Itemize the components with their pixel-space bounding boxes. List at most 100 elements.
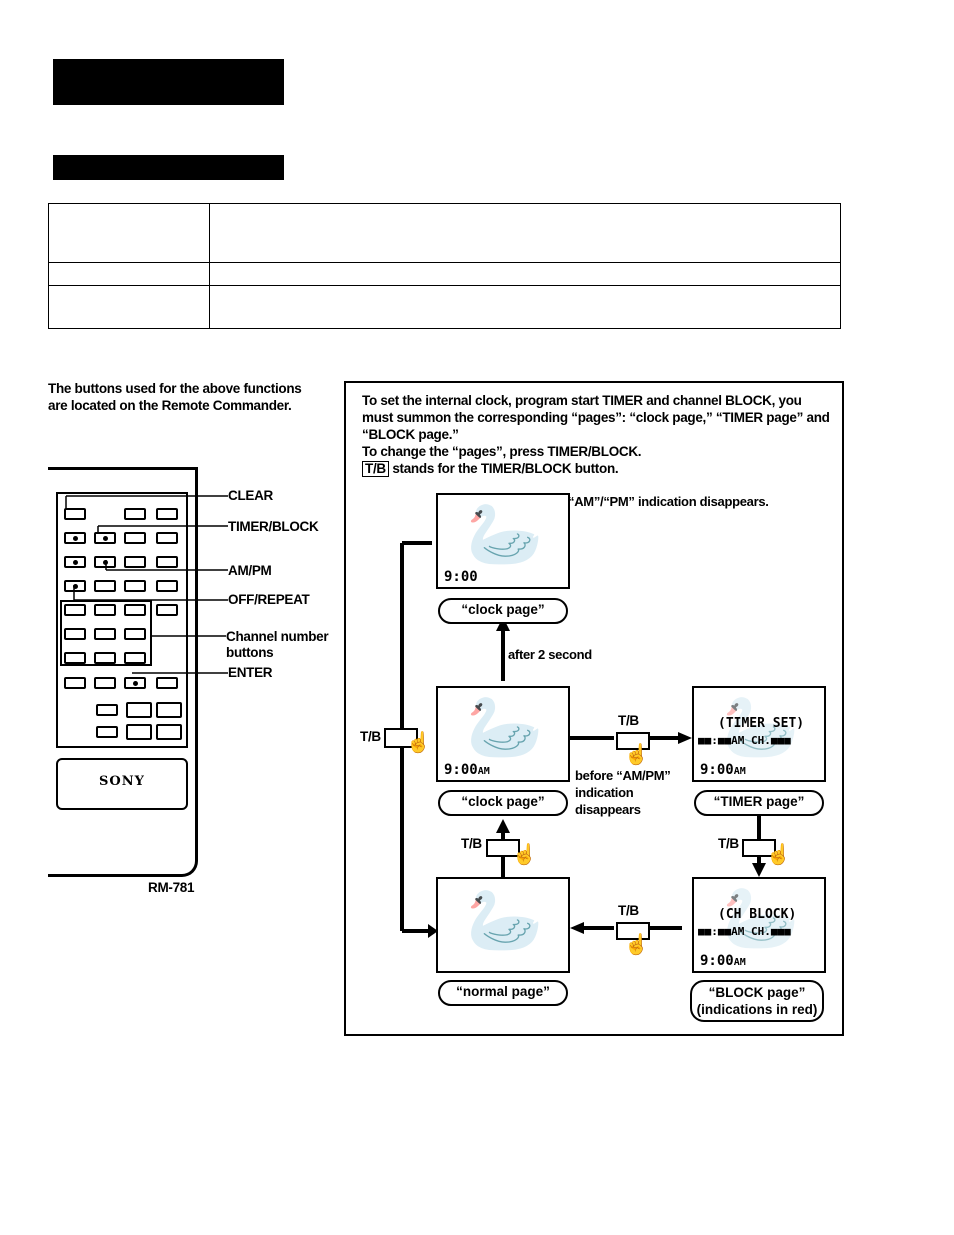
remote-button[interactable] [96,704,118,716]
tb-label-down: T/B [718,836,739,851]
function-table [48,203,841,329]
swan-icon: 🦢 [466,500,544,569]
tb-button-down[interactable] [742,839,776,857]
remote-model: RM-781 [148,880,195,895]
remote-button[interactable] [94,532,116,544]
enter-label: ENTER [228,665,273,680]
ampm-disappears-note: “AM”/“PM” indication disappears. [568,494,769,509]
remote-button[interactable] [156,532,178,544]
desc-line2: To change the “pages”, press TIMER/BLOCK… [362,444,642,459]
normal-screen: 🦢 [436,877,570,973]
block-page-note: (indications in red) [696,1002,818,1017]
table-row-line [49,285,840,286]
clock-time: 9:00 [444,569,478,585]
channel-button[interactable] [94,604,116,616]
tb-label-mid: T/B [618,713,639,728]
remote-button[interactable] [126,724,152,740]
timer-time: 9:00AM [700,762,746,778]
header-title-bar [53,59,284,105]
sony-logo: SONY [99,774,145,789]
channel-button[interactable] [124,652,146,664]
intro-text: The buttons used for the above functions… [48,381,302,413]
remote-button[interactable] [156,580,178,592]
tb-label-left: T/B [360,729,381,744]
swan-icon: 🦢 [722,693,800,762]
after-2-second-note: after 2 second [508,647,592,662]
section-title-bar [53,155,284,180]
remote-button[interactable] [124,508,146,520]
desc-line3-text: stands for the TIMER/BLOCK button. [392,461,619,476]
page-diagram: To set the internal clock, program start… [344,381,844,1036]
tb-button-bottom[interactable] [616,922,650,940]
desc-line1: To set the internal clock, program start… [362,393,830,442]
timer-page-label: “TIMER page” [694,790,824,816]
clock-screen-mid: 🦢 9:00AM [436,686,570,782]
block-screen: 🦢 (CH BLOCK) ■■:■■AM CH.■■■ 9:00AM [692,877,826,973]
table-row-line [49,262,840,263]
channel-button[interactable] [124,604,146,616]
off-repeat-button[interactable] [64,580,86,592]
clear-label: CLEAR [228,488,273,503]
normal-page-label: “normal page” [438,980,568,1006]
timer-block-label: TIMER/BLOCK [228,519,319,534]
timer-osd-title: (TIMER SET) [718,716,805,731]
tb-box: T/B [362,461,389,477]
clear-button[interactable] [64,508,86,520]
tb-button-up[interactable] [486,839,520,857]
block-osd-line: ■■:■■AM CH.■■■ [698,925,791,938]
desc-line3: T/B stands for the TIMER/BLOCK button. [362,460,832,477]
channel-button[interactable] [64,652,86,664]
clock-time-am: 9:00AM [444,762,490,778]
hand-pointer-icon: ☝ [406,732,431,754]
swan-icon: 🦢 [466,886,544,955]
block-page-label: “BLOCK page” (indications in red) [690,980,824,1022]
channel-button[interactable] [64,628,86,640]
remote-button[interactable] [156,508,178,520]
timer-osd-line: ■■:■■AM CH.■■■ [698,734,791,747]
tb-button-mid[interactable] [616,732,650,750]
remote-button[interactable] [156,556,178,568]
diagram-description: To set the internal clock, program start… [362,392,832,477]
clock-page-mid-label: “clock page” [438,790,568,816]
hand-pointer-icon: ☝ [624,934,649,956]
swan-icon: 🦢 [466,693,544,762]
channel-button[interactable] [94,628,116,640]
remote-commander: SONY [48,467,198,877]
timer-block-button[interactable] [64,532,86,544]
remote-button[interactable] [124,532,146,544]
remote-button[interactable] [156,702,182,718]
remote-button[interactable] [156,724,182,740]
tb-button-left[interactable] [384,728,418,748]
hand-pointer-icon: ☝ [624,744,649,766]
off-repeat-label: OFF/REPEAT [228,592,310,607]
hand-pointer-icon: ☝ [766,844,791,866]
remote-button[interactable] [96,726,118,738]
enter-button[interactable] [124,677,146,689]
ampm-label: AM/PM [228,563,272,578]
remote-button[interactable] [156,677,178,689]
remote-button[interactable] [124,556,146,568]
clock-page-top-label: “clock page” [438,598,568,624]
logo-plate: SONY [56,758,188,810]
remote-button[interactable] [64,556,86,568]
remote-button[interactable] [126,702,152,718]
tb-label-bottom: T/B [618,903,639,918]
remote-button[interactable] [156,604,178,616]
before-ampm-note: before “AM/PM” indication disappears [575,768,671,817]
remote-button[interactable] [94,580,116,592]
channel-button[interactable] [94,652,116,664]
swan-icon: 🦢 [722,884,800,953]
block-page-title: “BLOCK page” [708,985,806,1000]
clock-screen-top: 🦢 9:00 [436,493,570,589]
channel-button[interactable] [64,604,86,616]
table-divider [209,204,210,328]
remote-leader-lines [65,495,228,674]
button-panel [56,492,188,748]
tb-label-up: T/B [461,836,482,851]
hand-pointer-icon: ☝ [512,844,537,866]
remote-button[interactable] [94,677,116,689]
channel-button[interactable] [124,628,146,640]
remote-button[interactable] [64,677,86,689]
timer-screen: 🦢 (TIMER SET) ■■:■■AM CH.■■■ 9:00AM [692,686,826,782]
remote-button[interactable] [124,580,146,592]
